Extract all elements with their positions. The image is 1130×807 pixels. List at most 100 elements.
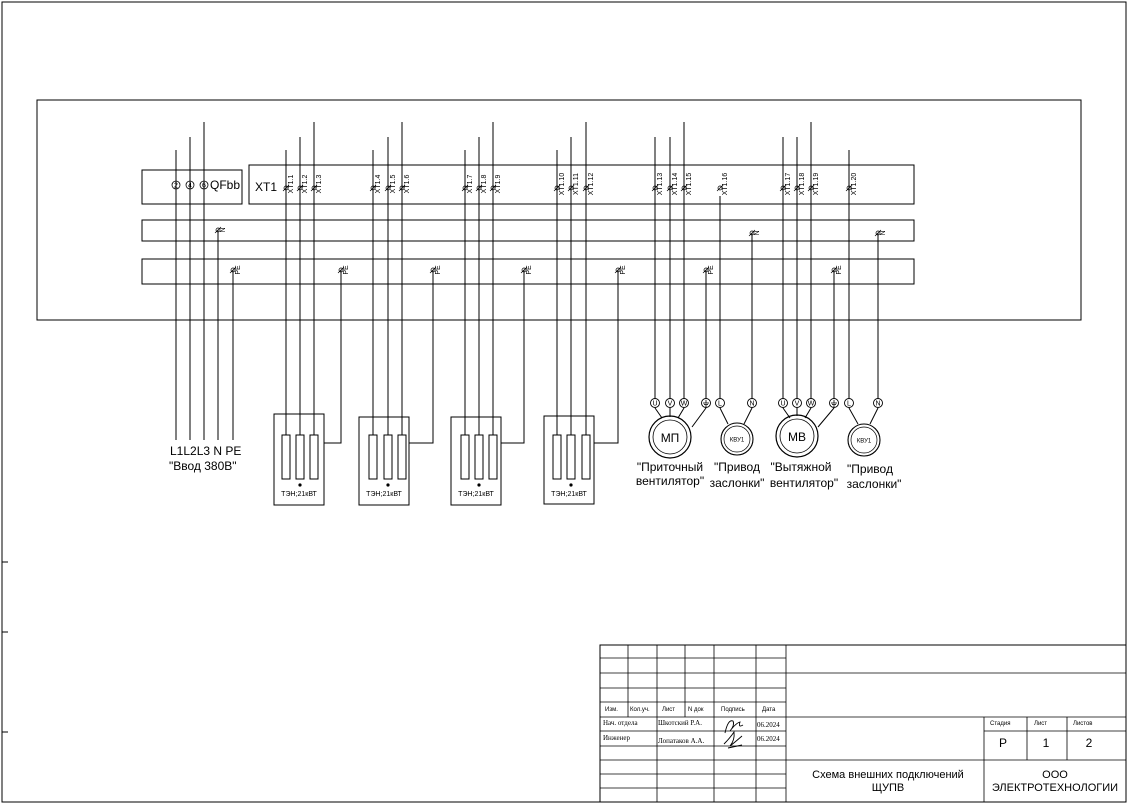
exhaust-damper-caption-line1: "Привод [847, 462, 893, 476]
supply-fan-terminal-u [650, 398, 660, 408]
xt1-terminal-label: XT1.7 [467, 175, 474, 194]
exhaust-damper-lead [848, 407, 859, 425]
heater-star-node [298, 483, 302, 487]
input-phases-label: L1L2L3 N PE [170, 444, 241, 458]
exhaust-damper-actuator [847, 423, 881, 457]
xt1-terminal-slash [282, 184, 290, 192]
xt1-terminal [476, 185, 482, 191]
sheet-header: Лист [1034, 721, 1047, 727]
header-signature: Подпись [721, 707, 745, 713]
signature-1 [724, 720, 744, 734]
breaker-box [141, 169, 243, 205]
input-caption: "Ввод 380В" [169, 459, 237, 473]
xt1-terminal-slash [475, 184, 483, 192]
breaker-label: QFbb [210, 178, 240, 192]
heater-enclosure [543, 415, 595, 505]
title-block: Изм. Кол.уч. Лист N док Подпись Дата Нач… [599, 644, 1127, 803]
row2-date: 06.2024 [757, 735, 780, 743]
heater-pe-wire [594, 270, 619, 444]
xt1-terminal-slash [310, 184, 318, 192]
supply-damper-terminal-l-letter: L [718, 401, 722, 408]
n-bus-terminal [749, 230, 755, 236]
supply-damper-terminal-l [715, 398, 725, 408]
pe-bus-terminal-slash [614, 266, 622, 274]
xt1-terminal [652, 185, 658, 191]
xt1-terminal-label: XT1.4 [375, 175, 382, 194]
heater-element [566, 434, 576, 480]
pe-bus-label: PE [526, 265, 533, 275]
supply-fan-terminal-w-letter: W [681, 401, 688, 408]
header-date: Дата [762, 707, 776, 713]
heater-2: ТЭН;21кВТ [358, 416, 410, 506]
exhaust-fan-terminal-w [806, 398, 816, 408]
supply-fan-terminal-v-letter: V [668, 401, 673, 408]
exhaust-fan-terminal-u [778, 398, 788, 408]
xt1-terminal-label: XT1.17 [785, 173, 792, 196]
xt1-terminal [717, 185, 723, 191]
supply-damper-symbol: КВУ1 [730, 438, 745, 444]
pe-bus-terminal [230, 267, 236, 273]
supply-damper-actuator [720, 422, 754, 456]
pe-bus-label: PE [708, 265, 715, 275]
heater-pe-wire [409, 270, 434, 444]
heater-label: ТЭН;21кВТ [458, 491, 494, 498]
n-bus-label: N [880, 230, 887, 235]
pe-bus-terminal-slash [520, 266, 528, 274]
heater-element [488, 434, 498, 480]
title-block-grid [600, 645, 1126, 802]
header-change: Изм. [605, 707, 618, 713]
row1-date: 06.2024 [757, 721, 780, 729]
heater-element [368, 434, 378, 480]
exhaust-fan-symbol: МВ [788, 430, 806, 444]
breaker-qf: 2 4 6 QFbb [171, 178, 240, 192]
heater-enclosure [273, 413, 325, 506]
exhaust-fan-terminal-u-letter: U [780, 401, 785, 408]
exhaust-fan-motor-inner [779, 418, 815, 454]
xt1-terminal-slash [779, 184, 787, 192]
pe-bus-terminal [430, 267, 436, 273]
pe-bus-label: PE [235, 265, 242, 275]
supply-damper-terminal-n [747, 398, 757, 408]
stage-header: Стадия [990, 721, 1010, 727]
xt1-terminal-slash [845, 184, 853, 192]
exhaust-fan-terminal-v [792, 398, 802, 408]
xt1-terminal-slash [793, 184, 801, 192]
pe-bus-terminal-slash [337, 266, 345, 274]
supply-fan-lead [691, 407, 707, 428]
exhaust-damper-symbol: КВУ1 [857, 439, 872, 445]
pe-bus-terminal [703, 267, 709, 273]
xt1-terminal-slash [807, 184, 815, 192]
header-count: Кол.уч. [630, 707, 650, 713]
supply-fan-caption-line1: "Приточный [637, 460, 703, 474]
neutral-bus-box [141, 219, 915, 242]
exhaust-damper-caption-line2: заслонки" [847, 477, 902, 491]
xt1-terminal-label: XT1.10 [559, 173, 566, 196]
xt1-terminal [554, 185, 560, 191]
supply-damper-terminal-n-letter: N [749, 401, 754, 408]
xt1-terminal [297, 185, 303, 191]
pe-bus-terminal-slash [229, 266, 237, 274]
exhaust-fan-lead [804, 407, 812, 419]
earth-icon [703, 400, 709, 407]
xt1-terminal-label: XT1.5 [390, 175, 397, 194]
pe-bus-terminal [831, 267, 837, 273]
xt1-terminal [667, 185, 673, 191]
pe-bus-terminal [615, 267, 621, 273]
sheets-header: Листов [1073, 721, 1093, 727]
xt1-terminal-slash [553, 184, 561, 192]
exhaust-damper-terminal-n-letter: N [875, 401, 880, 408]
heater-star-node [569, 483, 573, 487]
pe-bus-terminal-slash [830, 266, 838, 274]
signatures [723, 720, 744, 749]
exhaust-fan-caption-line2: вентилятор" [770, 476, 838, 490]
cabinet-outline [36, 99, 1082, 321]
exhaust-fan-caption-line1: "Вытяжной [771, 460, 832, 474]
supply-fan-symbol: МП [661, 431, 680, 445]
pe-bus-terminal [521, 267, 527, 273]
xt1-terminal-label: XT1.18 [799, 173, 806, 196]
n-bus-label: N [754, 230, 761, 235]
row1-role: Нач. отдела [603, 719, 638, 727]
xt1-terminal-slash [398, 184, 406, 192]
